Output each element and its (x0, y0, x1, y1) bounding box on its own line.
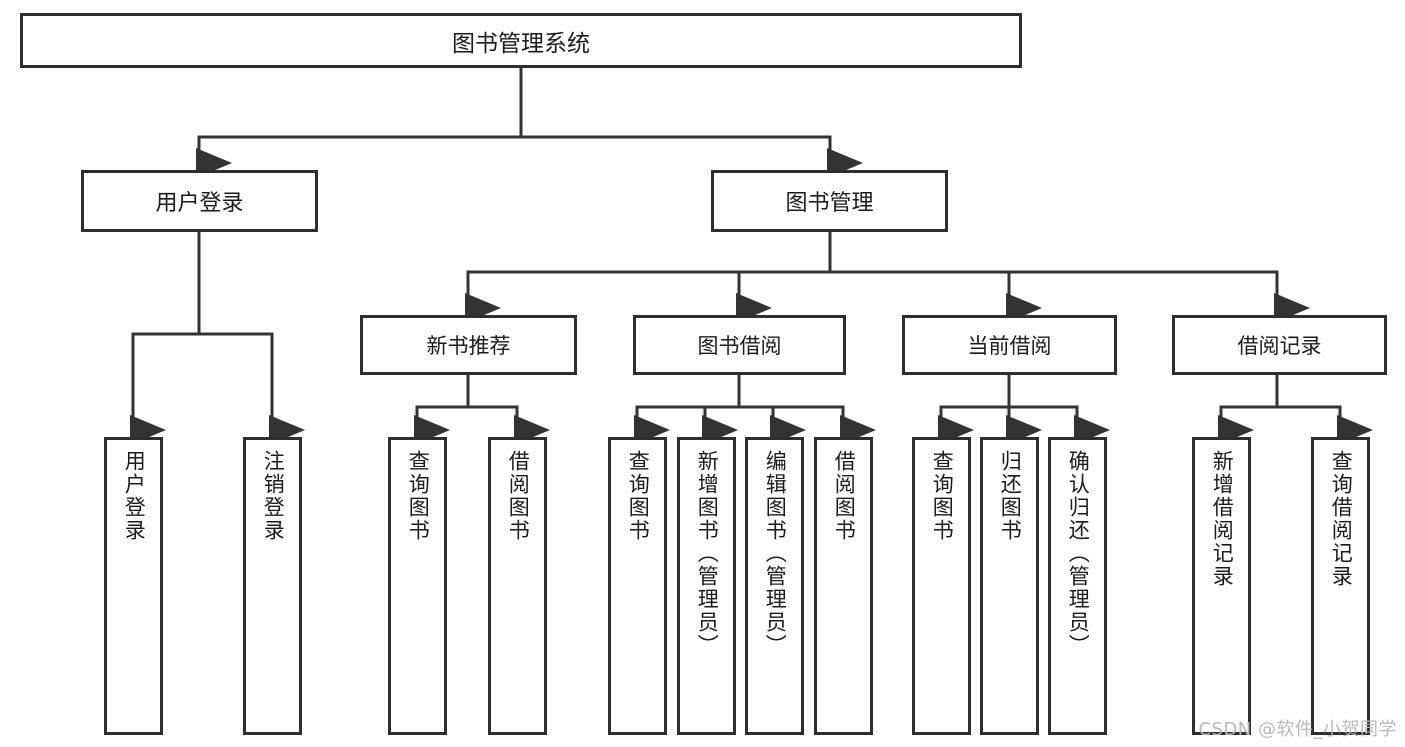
leaf-recommend-query-book[interactable]: 查询图书 (388, 437, 447, 735)
leaf-borrow-edit-book[interactable]: 编辑图书（管理员） (745, 437, 804, 735)
leaf-current-return-book[interactable]: 归还图书 (980, 437, 1039, 735)
leaf-record-add-record-label: 新增借阅记录 (1210, 450, 1235, 588)
leaf-borrow-query-book[interactable]: 查询图书 (608, 437, 667, 735)
leaf-user-login-login[interactable]: 用户登录 (104, 437, 163, 735)
node-book-borrow[interactable]: 图书借阅 (633, 315, 846, 375)
leaf-record-query-record-label: 查询借阅记录 (1329, 450, 1354, 588)
node-current-borrow[interactable]: 当前借阅 (902, 315, 1117, 375)
leaf-current-confirm-return-label: 确认归还（管理员） (1066, 450, 1091, 657)
leaf-recommend-borrow-book[interactable]: 借阅图书 (488, 437, 547, 735)
leaf-recommend-borrow-book-label: 借阅图书 (506, 450, 531, 542)
leaf-record-query-record[interactable]: 查询借阅记录 (1311, 437, 1370, 735)
leaf-user-login-logout-label: 注销登录 (261, 450, 286, 542)
node-user-login[interactable]: 用户登录 (81, 170, 318, 232)
node-user-login-label: 用户登录 (155, 191, 244, 216)
leaf-current-confirm-return[interactable]: 确认归还（管理员） (1048, 437, 1107, 735)
node-book-management[interactable]: 图书管理 (711, 170, 948, 232)
leaf-recommend-query-book-label: 查询图书 (406, 450, 431, 542)
leaf-borrow-borrow-book-label: 借阅图书 (832, 450, 857, 542)
node-new-book-recommend[interactable]: 新书推荐 (360, 315, 577, 375)
leaf-current-query-book-label: 查询图书 (930, 450, 955, 542)
node-borrow-record[interactable]: 借阅记录 (1172, 315, 1387, 375)
node-book-management-label: 图书管理 (785, 191, 874, 216)
node-new-book-recommend-label: 新书推荐 (426, 334, 511, 358)
csdn-watermark: CSDN @软件_小贺同学 (1198, 719, 1397, 740)
leaf-borrow-borrow-book[interactable]: 借阅图书 (814, 437, 873, 735)
leaf-record-add-record[interactable]: 新增借阅记录 (1192, 437, 1251, 735)
node-borrow-record-label: 借阅记录 (1237, 334, 1322, 358)
node-root-label: 图书管理系统 (452, 30, 590, 57)
leaf-borrow-edit-book-label: 编辑图书（管理员） (763, 450, 788, 657)
node-current-borrow-label: 当前借阅 (967, 334, 1052, 358)
leaf-borrow-query-book-label: 查询图书 (626, 450, 651, 542)
leaf-borrow-add-book[interactable]: 新增图书（管理员） (677, 437, 736, 735)
leaf-current-return-book-label: 归还图书 (998, 450, 1023, 542)
leaf-user-login-logout[interactable]: 注销登录 (243, 437, 302, 735)
leaf-user-login-login-label: 用户登录 (122, 450, 147, 542)
leaf-borrow-add-book-label: 新增图书（管理员） (695, 450, 720, 657)
node-book-borrow-label: 图书借阅 (697, 334, 782, 358)
leaf-current-query-book[interactable]: 查询图书 (912, 437, 971, 735)
node-root[interactable]: 图书管理系统 (20, 13, 1022, 68)
